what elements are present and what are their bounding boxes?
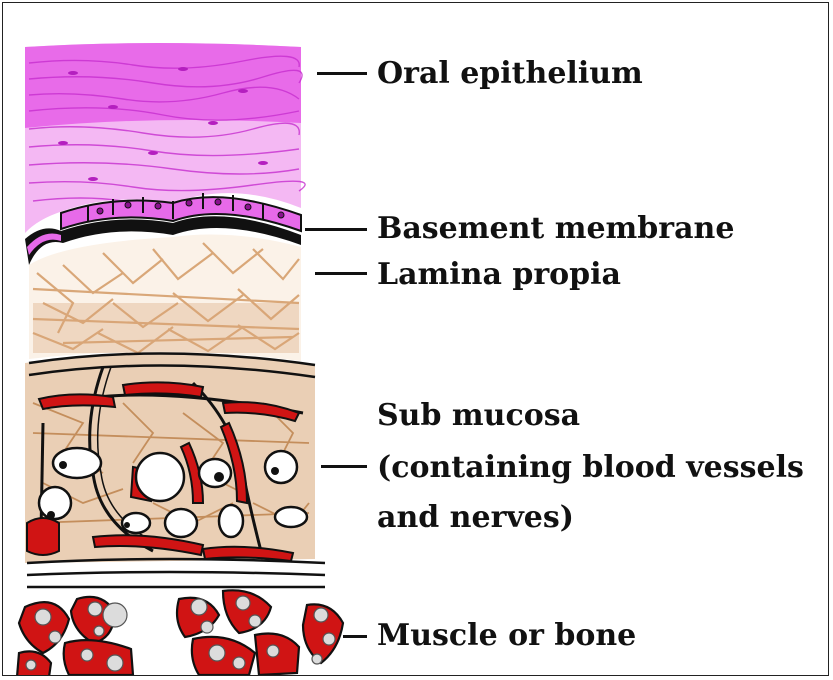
oral-epithelium-layer xyxy=(25,43,305,233)
muscle-or-bone-layer xyxy=(17,590,343,676)
label-sub-mucosa-line3: and nerves) xyxy=(377,503,574,533)
leader-line-muscle-or-bone xyxy=(343,635,367,638)
label-lamina-propia: Lamina propia xyxy=(377,260,621,290)
tissue-layers-illustration xyxy=(3,3,829,676)
leader-line-oral-epithelium xyxy=(317,72,367,75)
label-muscle-or-bone: Muscle or bone xyxy=(377,621,636,651)
label-oral-epithelium: Oral epithelium xyxy=(377,59,643,89)
leader-line-basement-membrane xyxy=(305,228,367,231)
lamina-propria-layer xyxy=(29,235,301,361)
label-sub-mucosa-line1: Sub mucosa xyxy=(377,401,580,431)
label-sub-mucosa-line2: (containing blood vessels xyxy=(377,453,804,483)
sub-mucosa-layer xyxy=(25,353,325,587)
leader-line-sub-mucosa xyxy=(321,465,367,468)
label-basement-membrane: Basement membrane xyxy=(377,214,734,244)
leader-line-lamina-propia xyxy=(315,272,367,275)
